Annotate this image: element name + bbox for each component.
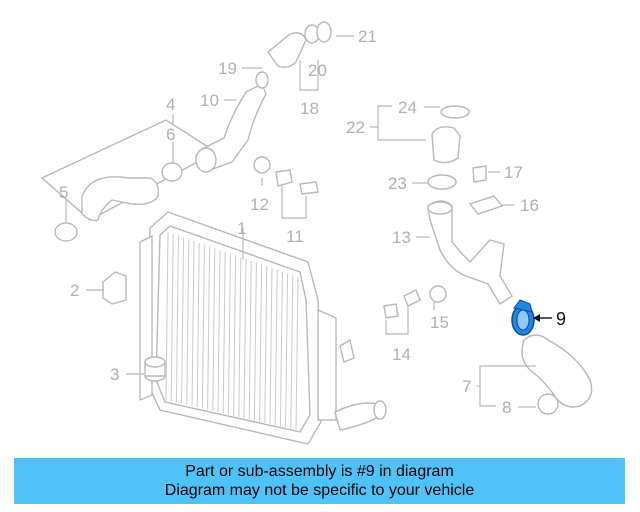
callout-12: 12 bbox=[250, 195, 269, 214]
radiator-fin bbox=[227, 253, 231, 415]
intercooler bbox=[139, 211, 388, 445]
radiator-fin bbox=[238, 257, 242, 417]
part-12-washer bbox=[253, 156, 271, 174]
callout-labels: 1 2 3 4 5 6 7 8 9 10 11 12 13 14 15 16 1… bbox=[59, 27, 566, 417]
callout-15: 15 bbox=[430, 313, 449, 332]
radiator-fin bbox=[253, 262, 257, 421]
radiator-fin bbox=[181, 237, 185, 404]
part-4-box bbox=[40, 119, 218, 221]
radiator-fin bbox=[222, 251, 226, 414]
callout-9[interactable]: 9 bbox=[556, 309, 566, 329]
part-2-bracket bbox=[102, 271, 127, 305]
callout-17: 17 bbox=[504, 163, 523, 182]
part-11-nut bbox=[275, 169, 293, 187]
parts-diagram: 1 2 3 4 5 6 7 8 9 10 11 12 13 14 15 16 1… bbox=[40, 21, 593, 445]
callout-3: 3 bbox=[110, 365, 119, 384]
part-6-ring bbox=[161, 162, 183, 182]
callout-24: 24 bbox=[398, 98, 417, 117]
callout-2: 2 bbox=[70, 281, 79, 300]
callout-23: 23 bbox=[388, 174, 407, 193]
banner-line-2: Diagram may not be specific to your vehi… bbox=[164, 482, 475, 499]
part-22-elbow bbox=[431, 126, 461, 164]
callout-14: 14 bbox=[392, 345, 411, 364]
radiator-fin bbox=[279, 271, 283, 427]
part-8-clamp bbox=[537, 393, 559, 415]
part-13-pipe bbox=[427, 200, 513, 305]
callout-7: 7 bbox=[462, 377, 471, 396]
callout-16: 16 bbox=[520, 196, 539, 215]
callout-1: 1 bbox=[237, 219, 246, 238]
radiator-fin bbox=[175, 235, 179, 403]
radiator-fin bbox=[186, 239, 190, 405]
radiator-fin bbox=[285, 273, 289, 428]
part-11-bolt bbox=[299, 181, 319, 195]
callout-19: 19 bbox=[218, 59, 237, 78]
radiator-fin bbox=[207, 246, 211, 410]
part-24-ring bbox=[440, 105, 470, 119]
part-21-ring bbox=[316, 21, 332, 43]
part-5-hose bbox=[81, 176, 160, 222]
radiator-fin bbox=[259, 264, 263, 422]
callout-22: 22 bbox=[346, 118, 365, 137]
radiator-fin bbox=[269, 267, 273, 425]
part-15-washer bbox=[429, 285, 447, 303]
radiator-fin bbox=[165, 231, 169, 401]
radiator-fin bbox=[233, 255, 237, 416]
radiator-fin bbox=[217, 249, 221, 413]
part-7-hose bbox=[521, 334, 593, 408]
part-14-nut bbox=[403, 289, 421, 307]
banner-line-1: Part or sub-assembly is #9 in diagram bbox=[185, 463, 454, 480]
callout-10: 10 bbox=[200, 91, 219, 110]
radiator-fin bbox=[264, 266, 268, 423]
callout-8: 8 bbox=[502, 398, 511, 417]
callout-4: 4 bbox=[166, 95, 175, 114]
callout-11: 11 bbox=[286, 227, 304, 246]
part-16-bracket bbox=[468, 195, 504, 215]
callout-20: 20 bbox=[308, 61, 327, 80]
part-23-clamp bbox=[427, 174, 457, 190]
part-3-grommet bbox=[144, 356, 166, 382]
radiator-fin bbox=[201, 244, 205, 409]
part-9-clamp[interactable] bbox=[511, 299, 535, 336]
part-14-bolt bbox=[383, 303, 399, 319]
radiator-fin bbox=[196, 242, 200, 408]
callout-5: 5 bbox=[59, 183, 68, 202]
callout-6: 6 bbox=[166, 125, 175, 144]
radiator-fin bbox=[243, 258, 247, 419]
callout-18: 18 bbox=[300, 99, 319, 118]
part-19-hose bbox=[267, 32, 307, 69]
part-17-screw bbox=[472, 165, 487, 183]
radiator-fin bbox=[191, 240, 195, 407]
callout-13: 13 bbox=[392, 228, 411, 247]
radiator-fin bbox=[290, 275, 294, 429]
leader-lines bbox=[65, 35, 552, 408]
radiator-fin bbox=[274, 269, 278, 426]
callout-21: 21 bbox=[358, 27, 377, 46]
radiator-fin bbox=[295, 276, 299, 431]
info-banner: Part or sub-assembly is #9 in diagram Di… bbox=[14, 458, 625, 504]
radiator-fin bbox=[170, 233, 174, 402]
radiator-fin bbox=[212, 248, 216, 411]
part-5-ring bbox=[54, 222, 78, 242]
radiator-fin bbox=[248, 260, 252, 420]
